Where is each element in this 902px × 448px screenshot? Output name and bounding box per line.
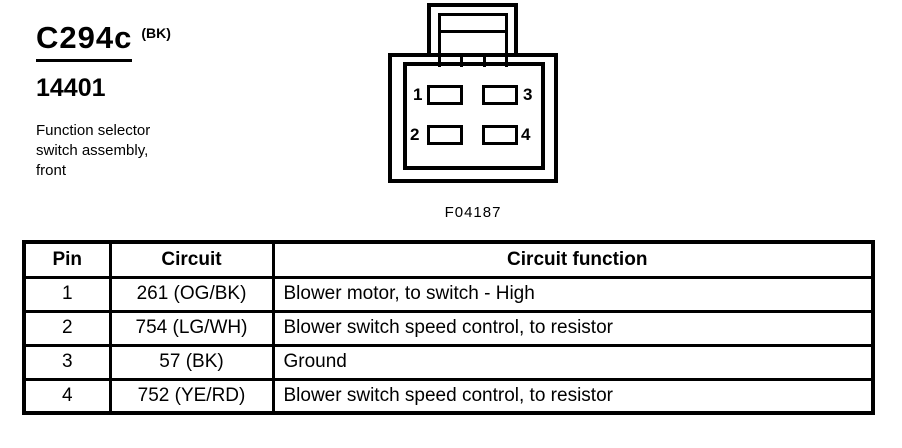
description-line: switch assembly,: [36, 142, 149, 159]
table-row: 4 752 (YE/RD) Blower switch speed contro…: [22, 377, 875, 415]
pin-4-slot: [482, 125, 518, 145]
pin-cell: 4: [22, 377, 112, 415]
circuit-function-cell: Blower motor, to switch - High: [271, 275, 875, 313]
col-header-pin: Pin: [22, 240, 112, 279]
pin-1-slot: [427, 85, 463, 105]
pin-2-label: 2: [410, 125, 420, 144]
pin-cell: 3: [22, 343, 112, 381]
pin-cell: 1: [22, 275, 112, 313]
connector-housing-color: (BK): [141, 25, 171, 41]
pin-4-label: 4: [521, 125, 531, 144]
table-header-row: Pin Circuit Circuit function: [22, 240, 875, 279]
table-row: 3 57 (BK) Ground: [22, 343, 875, 381]
latch-tab-inner: [438, 13, 508, 61]
circuit-function-cell: Blower switch speed control, to resistor: [271, 377, 875, 415]
pin-3-slot: [482, 85, 518, 105]
circuit-cell: 261 (OG/BK): [108, 275, 275, 313]
pin-1-label: 1: [413, 85, 423, 104]
connector-face-diagram: 1 3 2 4 F04187: [388, 3, 558, 228]
latch-tab-divider: [441, 30, 505, 33]
component-description: Function selector switch assembly, front: [36, 121, 171, 181]
figure-number: F04187: [444, 204, 502, 221]
circuit-cell: 752 (YE/RD): [108, 377, 275, 415]
description-line: Function selector: [36, 122, 151, 139]
connector-keying-notches: [438, 53, 508, 67]
circuit-cell: 754 (LG/WH): [108, 309, 275, 347]
pin-cell: 2: [22, 309, 112, 347]
connector-code-row: C294c (BK): [36, 20, 171, 62]
circuit-function-cell: Ground: [271, 343, 875, 381]
col-header-circuit-function: Circuit function: [271, 240, 875, 279]
pinout-table: Pin Circuit Circuit function 1 261 (OG/B…: [22, 240, 875, 415]
connector-body: 1 3 2 4: [388, 53, 558, 183]
part-number: 14401: [36, 74, 106, 102]
pin-2-slot: [427, 125, 463, 145]
circuit-cell: 57 (BK): [108, 343, 275, 381]
connector-code: C294c: [36, 20, 133, 62]
table-row: 1 261 (OG/BK) Blower motor, to switch - …: [22, 275, 875, 313]
col-header-circuit: Circuit: [108, 240, 275, 279]
circuit-function-cell: Blower switch speed control, to resistor: [271, 309, 875, 347]
connector-body-inner: 1 3 2 4: [403, 62, 545, 170]
pin-3-label: 3: [523, 85, 533, 104]
connector-id-block: C294c (BK) 14401 Function selector switch…: [36, 20, 171, 181]
table-row: 2 754 (LG/WH) Blower switch speed contro…: [22, 309, 875, 347]
description-line: front: [36, 162, 67, 179]
connector-latch-tab: [427, 3, 518, 61]
